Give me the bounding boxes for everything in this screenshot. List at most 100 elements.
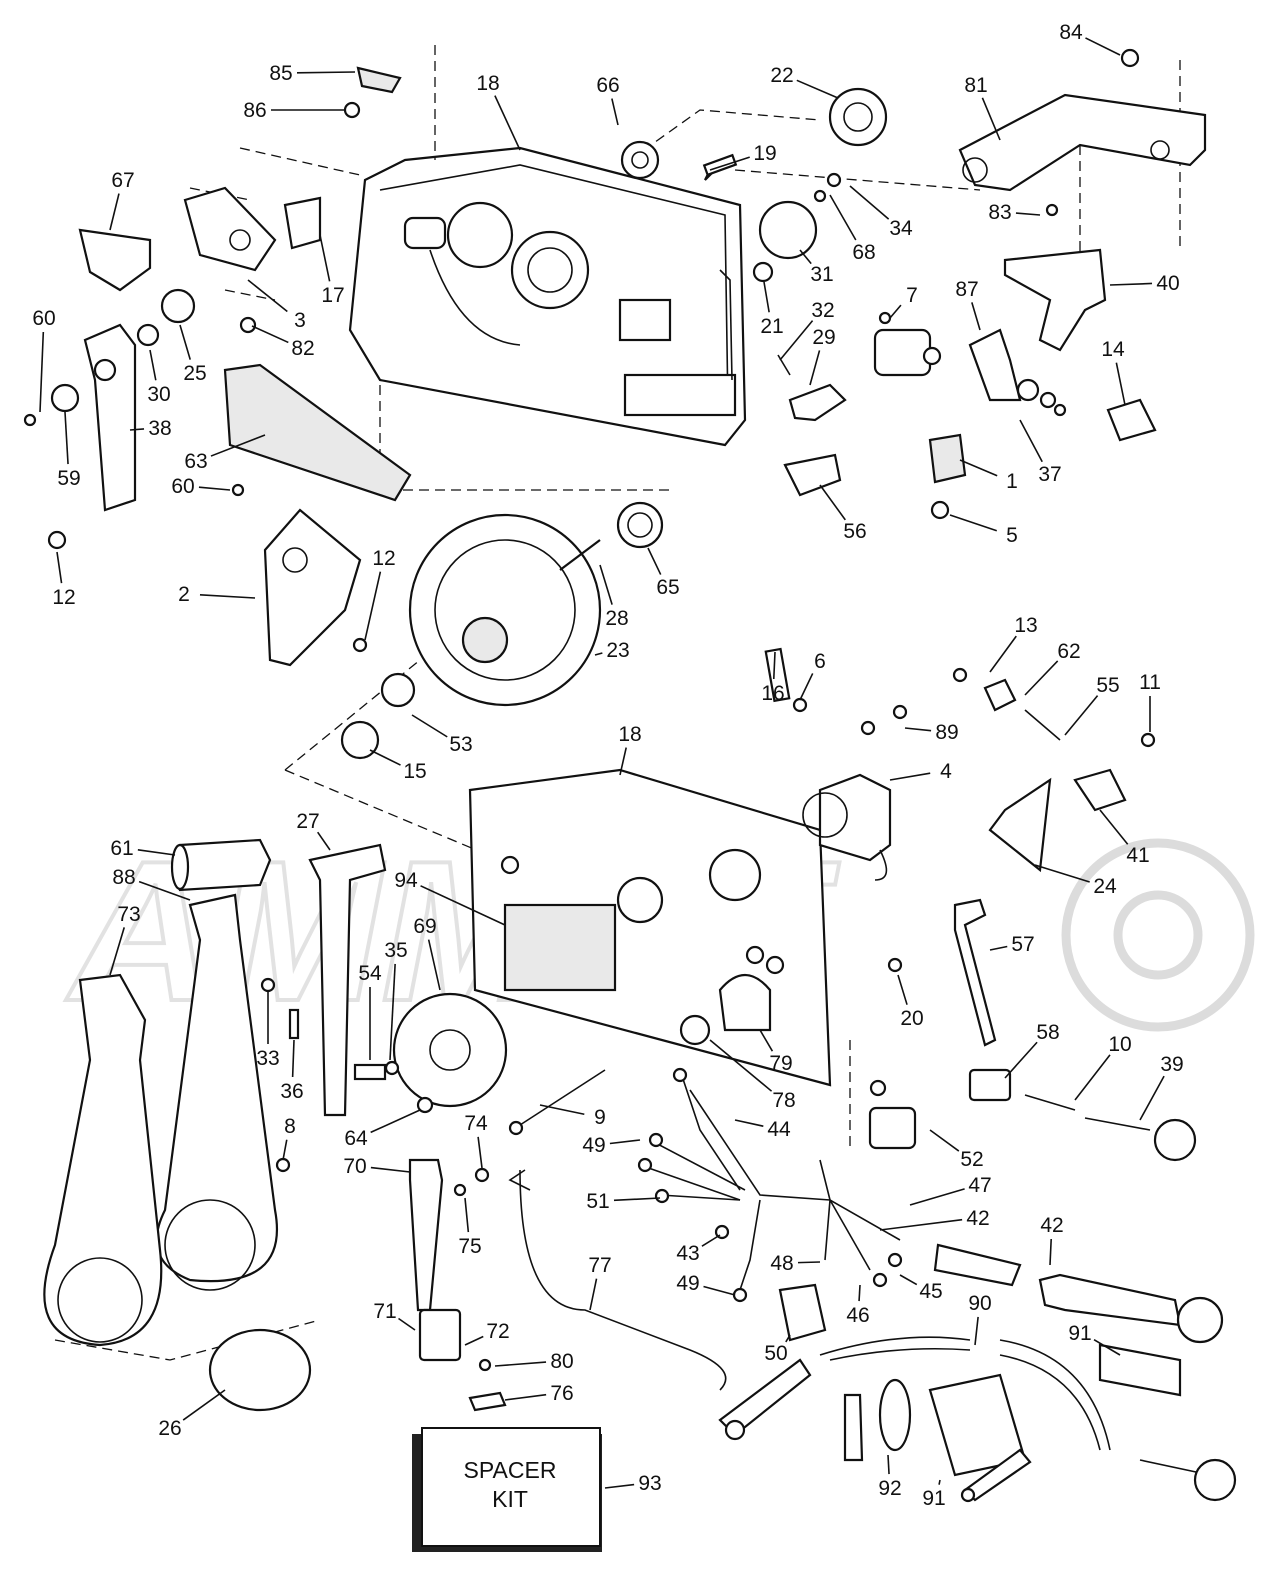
callout-leader-45 — [899, 1274, 918, 1286]
part-callout-86: 86 — [243, 99, 266, 122]
part-callout-81: 81 — [964, 74, 987, 97]
callout-leader-41 — [1099, 809, 1129, 845]
part-callout-24: 24 — [1093, 875, 1117, 898]
callout-leader-20 — [897, 974, 908, 1005]
callout-leader-90 — [974, 1316, 979, 1346]
callout-leader-65 — [647, 547, 662, 575]
part-callout-25: 25 — [183, 362, 206, 385]
part-callout-74: 74 — [464, 1112, 488, 1135]
callout-leader-94 — [420, 885, 506, 926]
part-callout-22: 22 — [770, 64, 793, 87]
part-callout-28: 28 — [605, 607, 628, 630]
callout-leader-61 — [137, 849, 176, 856]
callout-leader-53 — [411, 714, 448, 738]
callout-leader-59 — [64, 411, 69, 465]
part-callout-50: 50 — [764, 1342, 787, 1365]
part-callout-2: 2 — [178, 583, 190, 606]
part-callout-48: 48 — [770, 1252, 793, 1275]
callout-leader-81 — [981, 97, 1001, 141]
part-callout-37: 37 — [1038, 463, 1061, 486]
part-callout-60: 60 — [32, 307, 55, 330]
callout-leader-46 — [858, 1284, 861, 1302]
part-callout-70: 70 — [343, 1155, 366, 1178]
part-callout-13: 13 — [1014, 614, 1037, 637]
part-callout-94: 94 — [394, 869, 418, 892]
callout-leader-2 — [199, 593, 256, 599]
part-callout-16: 16 — [761, 682, 784, 705]
callout-leader-27 — [317, 831, 331, 851]
part-callout-19: 19 — [753, 142, 776, 165]
callout-leader-83 — [1015, 212, 1041, 216]
callout-leader-23 — [594, 652, 603, 656]
lower-housing-18 — [468, 768, 832, 1087]
part-callout-85: 85 — [269, 62, 292, 85]
callout-leader-7 — [889, 304, 902, 319]
part-callout-79: 79 — [769, 1052, 792, 1075]
part-callout-59: 59 — [57, 467, 80, 490]
part-callout-75: 75 — [458, 1235, 481, 1258]
part-callout-58: 58 — [1036, 1021, 1059, 1044]
part-callout-69: 69 — [413, 915, 436, 938]
part-callout-40: 40 — [1156, 272, 1179, 295]
part-callout-42: 42 — [966, 1207, 989, 1230]
callout-leader-49 — [703, 1285, 736, 1296]
part-callout-36: 36 — [280, 1080, 303, 1103]
callout-leader-40 — [1109, 282, 1153, 286]
part-callout-23: 23 — [606, 639, 629, 662]
callout-leader-67 — [109, 193, 120, 231]
wiring-parts — [408, 1067, 1237, 1503]
part-callout-15: 15 — [403, 760, 426, 783]
part-callout-6: 6 — [814, 650, 826, 673]
callout-leader-38 — [129, 428, 145, 431]
callout-leader-5 — [949, 514, 998, 532]
callout-leader-66 — [611, 98, 619, 126]
callout-leader-22 — [796, 79, 839, 99]
part-callout-53: 53 — [449, 733, 472, 756]
part-callout-60: 60 — [171, 475, 194, 498]
part-callout-46: 46 — [846, 1304, 869, 1327]
part-callout-33: 33 — [256, 1047, 279, 1070]
callout-leader-16 — [772, 651, 776, 680]
callout-leader-29 — [809, 350, 821, 386]
callout-leader-32 — [779, 320, 814, 361]
callout-leader-15 — [369, 749, 401, 766]
callout-leader-39 — [1139, 1075, 1165, 1121]
callout-leader-10 — [1074, 1054, 1111, 1101]
callout-leader-9 — [539, 1104, 585, 1116]
part-callout-8: 8 — [284, 1115, 296, 1138]
callout-leader-93 — [604, 1483, 635, 1489]
callout-leader-1 — [959, 459, 998, 477]
callout-leader-34 — [849, 185, 890, 220]
part-callout-93: 93 — [638, 1472, 661, 1495]
callout-leader-51 — [613, 1197, 661, 1202]
callout-leader-82 — [251, 325, 289, 344]
callout-leader-21 — [763, 281, 770, 313]
part-callout-67: 67 — [111, 169, 134, 192]
callout-leader-60 — [39, 331, 45, 413]
part-callout-84: 84 — [1059, 21, 1083, 44]
part-callout-43: 43 — [676, 1242, 699, 1265]
callout-leader-75 — [464, 1197, 470, 1233]
callout-leader-69 — [427, 939, 441, 991]
part-callout-21: 21 — [760, 315, 783, 338]
spacer-kit-line2: KIT — [492, 1486, 528, 1512]
callout-leader-72 — [464, 1335, 484, 1346]
callout-leader-14 — [1115, 362, 1126, 406]
callout-leader-74 — [477, 1136, 483, 1169]
part-callout-61: 61 — [110, 837, 133, 860]
callout-leader-80 — [494, 1361, 547, 1367]
part-callout-87: 87 — [955, 278, 978, 301]
callout-leader-88 — [138, 880, 191, 901]
callout-leader-42 — [1049, 1238, 1053, 1266]
callout-leader-3 — [247, 279, 288, 313]
part-callout-10: 10 — [1108, 1033, 1131, 1056]
part-callout-1: 1 — [1006, 470, 1018, 493]
part-callout-72: 72 — [486, 1320, 509, 1343]
part-callout-55: 55 — [1096, 674, 1119, 697]
callout-leader-48 — [797, 1261, 821, 1264]
part-callout-62: 62 — [1057, 640, 1080, 663]
part-callout-90: 90 — [968, 1292, 991, 1315]
callout-leader-91 — [938, 1479, 941, 1485]
part-callout-80: 80 — [550, 1350, 573, 1373]
